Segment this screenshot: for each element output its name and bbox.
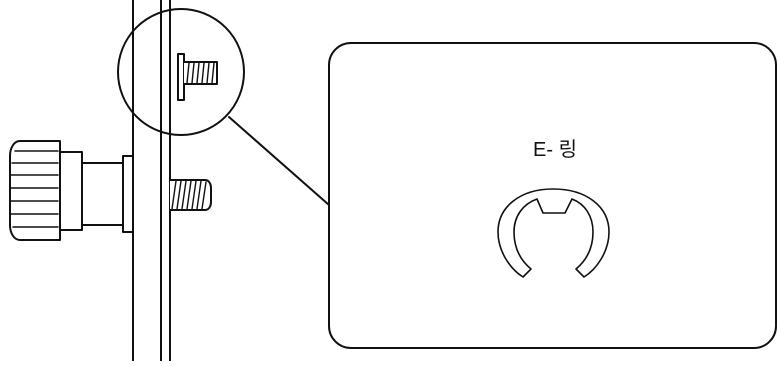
magnifier-circle [117, 8, 245, 136]
lower-threaded-screw [169, 179, 212, 211]
callout-label: E- 링 [533, 139, 577, 161]
e-ring-icon [497, 188, 610, 278]
thumb-knob [9, 140, 134, 241]
panel-plates [132, 0, 171, 362]
callout-leader-line [228, 116, 330, 206]
callout-box [328, 42, 777, 349]
upper-threaded-screw [177, 53, 218, 101]
